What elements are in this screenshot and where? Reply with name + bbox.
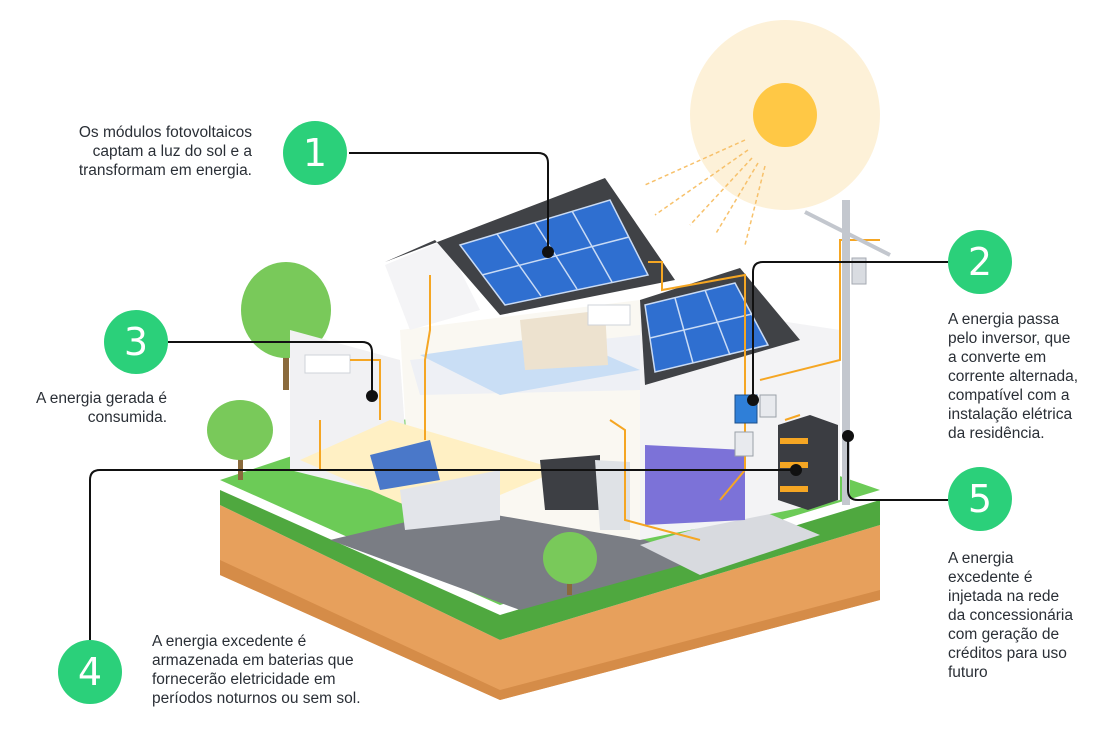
step-1-caption: Os módulos fotovoltaicos captam a luz do…	[78, 124, 252, 179]
step-badge-1: 1	[283, 121, 347, 185]
step-4-caption: A energia excedente é armazenada em bate…	[152, 633, 361, 707]
solar-panel-icon	[458, 199, 770, 373]
step-2-caption: A energia passa pelo inversor, que a con…	[948, 311, 1079, 442]
sun-icon	[644, 20, 880, 246]
meter-icon	[759, 394, 777, 418]
battery-icon	[778, 415, 838, 510]
meter-icon	[734, 431, 754, 457]
step-3-caption: A energia gerada é consumida.	[36, 390, 167, 426]
leader-lines	[89, 152, 948, 640]
step-badge-4: 4	[58, 640, 122, 704]
utility-pole-icon	[804, 200, 891, 505]
step-badge-5: 5	[948, 467, 1012, 531]
tree-icon	[207, 262, 597, 595]
step-badge-2: 2	[948, 230, 1012, 294]
step-badge-3: 3	[104, 310, 168, 374]
step-5-caption: A energia excedente é injetada na rede d…	[948, 550, 1073, 681]
